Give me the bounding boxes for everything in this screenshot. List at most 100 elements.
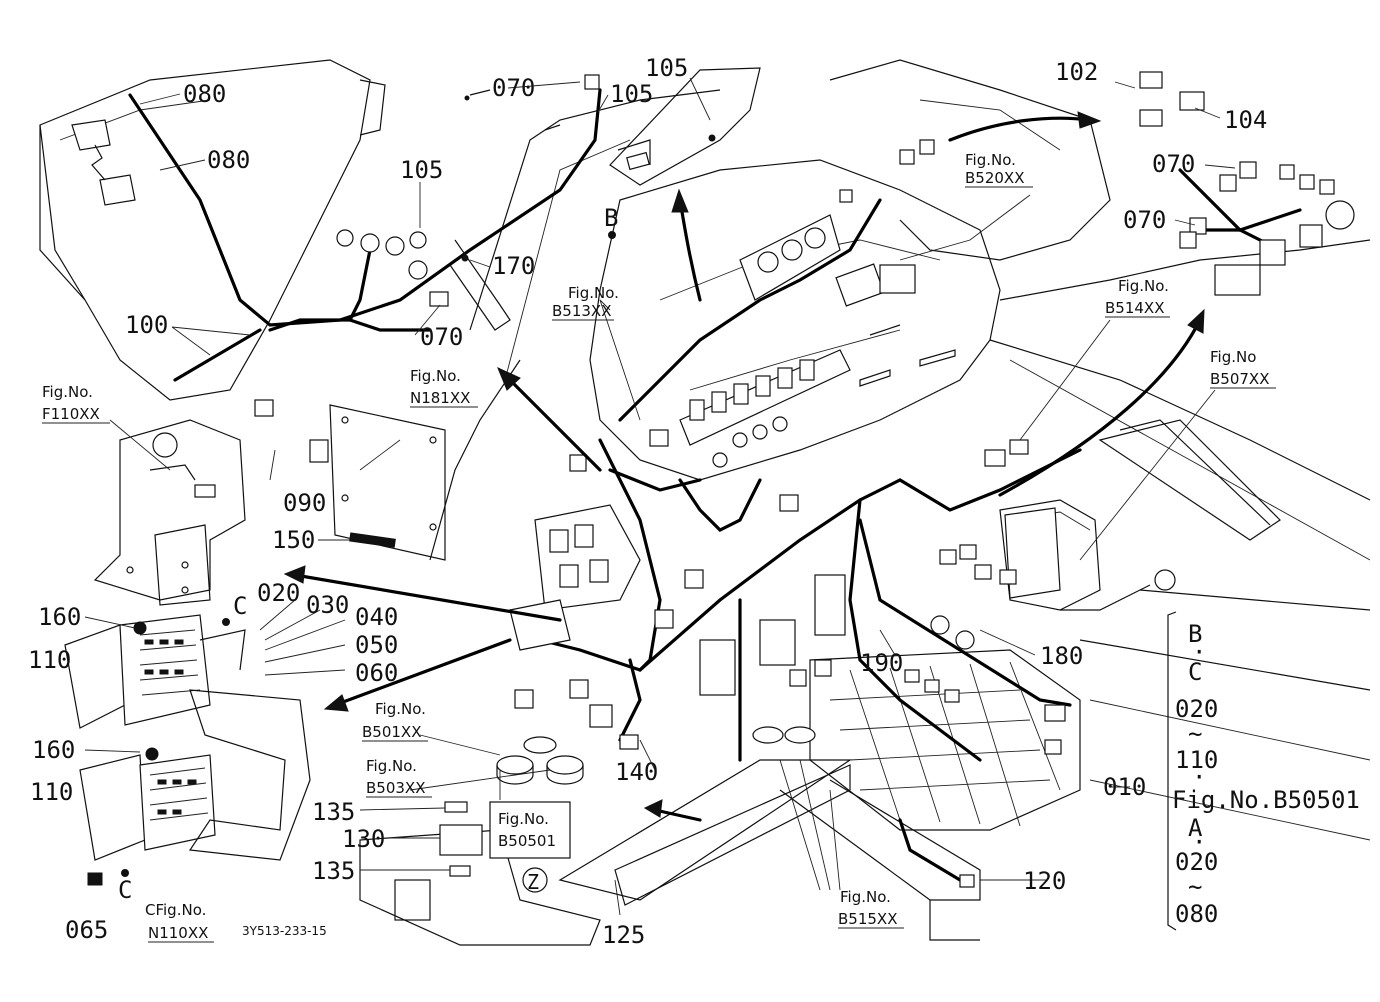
bracket-note-line: ·	[1192, 763, 1206, 791]
part-label: 150	[272, 526, 315, 554]
ecu-module	[699, 574, 846, 696]
part-label: 090	[283, 489, 326, 517]
part-label: 010	[1103, 773, 1146, 801]
letter-marker-c: C	[118, 876, 132, 904]
bracket-note-line: 080	[1175, 900, 1218, 928]
svg-text:Fig.No.: Fig.No.	[498, 810, 549, 828]
grommets	[496, 615, 975, 785]
fig-ref-b520: Fig.No. B520XX	[965, 151, 1033, 188]
bracket-note-line: C	[1188, 658, 1202, 686]
part-label: 135	[312, 857, 355, 885]
leader-lines	[84, 77, 1236, 916]
part-label: 105	[400, 156, 443, 184]
svg-text:F110XX: F110XX	[42, 405, 100, 423]
fig-ref-b50501: Fig.No. B50501	[498, 810, 556, 850]
arrow-head-icon	[643, 799, 663, 818]
part-label: 070	[1152, 150, 1195, 178]
svg-text:B501XX: B501XX	[362, 723, 421, 741]
dash-switch-panel	[679, 349, 851, 468]
top-left-hardware	[71, 89, 716, 331]
bracket-note-line: A	[1188, 814, 1203, 842]
bracket-note-line: B	[1188, 620, 1202, 648]
fig-ref-f110: Fig.No. F110XX	[42, 383, 110, 424]
part-label: 160	[38, 603, 81, 631]
svg-text:Fig.No.: Fig.No.	[410, 367, 461, 385]
relay-cluster	[509, 504, 641, 651]
part-label: 065	[65, 916, 108, 944]
bracket-note-line: Fig.No.B50501	[1172, 786, 1360, 814]
svg-text:N181XX: N181XX	[410, 389, 470, 407]
fig-b50501-box	[489, 801, 571, 859]
drawing-code: 3Y513-233-15	[242, 924, 327, 938]
part-label: 110	[30, 778, 73, 806]
part-label: 040	[355, 603, 398, 631]
arrow-head-icon	[497, 367, 521, 391]
svg-text:Fig.No.: Fig.No.	[42, 383, 93, 401]
bracket-note: B · C 020 ~ 110 · Fig.No.B50501 A · 020 …	[1172, 620, 1360, 928]
connectors	[254, 71, 1355, 888]
part-label: 170	[492, 252, 535, 280]
part-label: 190	[860, 649, 903, 677]
fuse-bracket	[93, 419, 246, 606]
fig-ref-b513: Fig.No. B513XX	[552, 284, 619, 321]
part-label: 050	[355, 631, 398, 659]
fig-references: Fig.No. B513XX Fig.No. B520XX Fig.No. B5…	[42, 151, 1276, 943]
bracket-note-line: ~	[1188, 720, 1202, 748]
svg-text:Fig.No.: Fig.No.	[568, 284, 619, 302]
bracket-note-line: 020	[1175, 695, 1218, 723]
bracket-note-line: 020	[1175, 848, 1218, 876]
fig-ref-b515: Fig.No. B515XX	[838, 888, 904, 929]
cover-plate	[329, 404, 446, 561]
bracket-note-line: ·	[1192, 638, 1206, 666]
svg-text:Fig.No.: Fig.No.	[1118, 277, 1169, 295]
part-label: 080	[183, 80, 226, 108]
arrow-head-icon	[283, 565, 306, 584]
svg-text:B514XX: B514XX	[1105, 299, 1164, 317]
part-label: 102	[1055, 58, 1098, 86]
svg-text:CFig.No.: CFig.No.	[145, 901, 206, 919]
part-label: 110	[28, 646, 71, 674]
fig-ref-b507: Fig.No B507XX	[1210, 348, 1276, 389]
part-label: 060	[355, 659, 398, 687]
cab-frame-outlines	[39, 59, 1371, 946]
part-label: 130	[342, 825, 385, 853]
arrow-head-icon	[1187, 308, 1205, 334]
svg-text:B513XX: B513XX	[552, 302, 611, 320]
marker-dot-c-top	[222, 618, 230, 626]
part-label: 030	[306, 591, 349, 619]
fuse-mount-plate	[188, 689, 311, 861]
svg-text:N110XX: N110XX	[148, 924, 208, 942]
part-label: 125	[602, 921, 645, 949]
letter-marker-b: B	[604, 204, 618, 232]
fig-ref-b514: Fig.No. B514XX	[1105, 277, 1170, 318]
bracket-note-line: ·	[1192, 828, 1206, 856]
part-label: 080	[207, 146, 250, 174]
part-label: 104	[1224, 106, 1267, 134]
svg-text:B515XX: B515XX	[838, 910, 897, 928]
summary-bracket	[1167, 611, 1177, 931]
part-label: 100	[125, 311, 168, 339]
fuel-gauge-unit	[1004, 507, 1176, 611]
arrow-head-icon	[1077, 111, 1102, 129]
part-label: 070	[420, 323, 463, 351]
svg-text:B50501: B50501	[498, 832, 556, 850]
fig-ref-b503: Fig.No. B503XX	[366, 757, 432, 798]
svg-text:Fig.No.: Fig.No.	[366, 757, 417, 775]
svg-text:Fig.No.: Fig.No.	[965, 151, 1016, 169]
svg-text:Fig.No: Fig.No	[1210, 348, 1256, 366]
part-label: 135	[312, 798, 355, 826]
fuse-box-upper	[64, 614, 246, 729]
svg-text:Fig.No.: Fig.No.	[375, 700, 426, 718]
letter-marker-c: C	[233, 592, 247, 620]
part-label: 105	[645, 54, 688, 82]
part-label: 105	[610, 80, 653, 108]
z-marker-circle	[522, 867, 548, 893]
part-label: 020	[257, 579, 300, 607]
svg-text:Fig.No.: Fig.No.	[840, 888, 891, 906]
part-label: 180	[1040, 642, 1083, 670]
marker-dot-b	[608, 231, 616, 239]
part-label: 140	[615, 758, 658, 786]
fuse-box-lower	[79, 747, 216, 886]
part-label: 070	[1123, 206, 1166, 234]
